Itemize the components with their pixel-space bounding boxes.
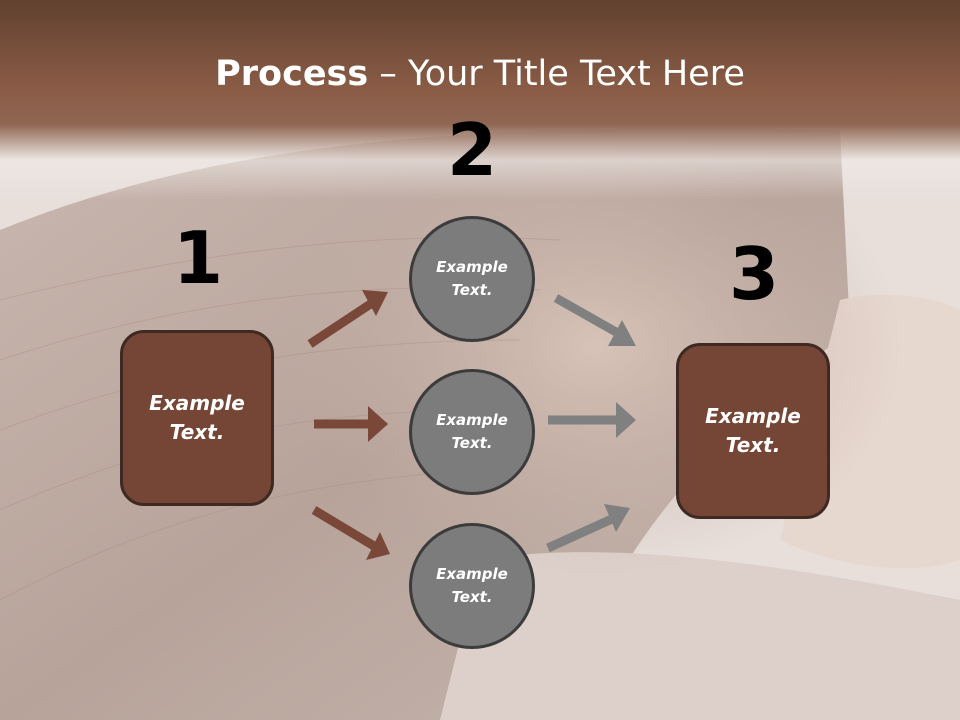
arrow-from-middle-circle [548, 402, 636, 438]
arrow-to-top-circle [307, 290, 388, 348]
arrow-from-top-circle [553, 294, 636, 346]
arrow-to-bottom-circle [311, 506, 390, 560]
arrow-to-middle-circle [314, 406, 388, 442]
step-2-circle-top: Example Text. [409, 216, 535, 342]
step-2-circle-middle: Example Text. [409, 369, 535, 495]
header-band [0, 0, 960, 200]
title-bold: Process [215, 54, 369, 94]
step-number-2: 2 [446, 108, 498, 192]
title-rest: – Your Title Text Here [368, 54, 745, 94]
arrow-from-bottom-circle [546, 504, 630, 553]
page-title: Process – Your Title Text Here [0, 54, 960, 94]
step-3-box: Example Text. [676, 343, 830, 519]
step-2-circle-bottom: Example Text. [409, 523, 535, 649]
step-1-box: Example Text. [120, 330, 274, 506]
step-number-3: 3 [728, 232, 780, 316]
step-number-1: 1 [172, 216, 224, 300]
